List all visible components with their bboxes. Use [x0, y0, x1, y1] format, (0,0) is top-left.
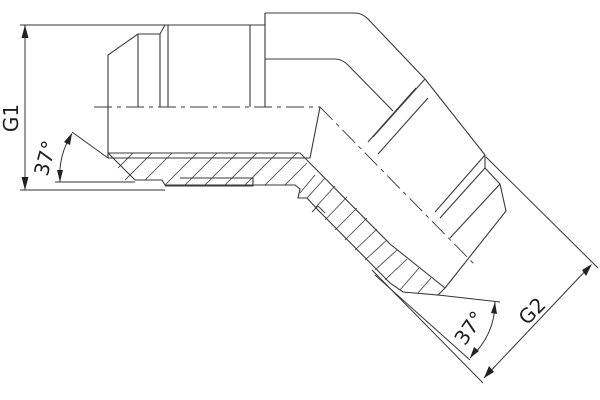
right-end-outline [424, 78, 507, 289]
g1-dimension: G1 [0, 24, 165, 191]
g2-label: G2 [514, 293, 551, 330]
center-lines [94, 106, 476, 266]
angle-left-label: 37° [29, 138, 61, 178]
g1-label: G1 [0, 104, 23, 132]
g2-dimension: G2 [371, 156, 599, 384]
angle-dimension-left: 37° [29, 131, 135, 183]
left-end-outline [107, 12, 429, 159]
section-hatched [107, 152, 446, 296]
angle-dimension-right: 37° [374, 274, 501, 361]
